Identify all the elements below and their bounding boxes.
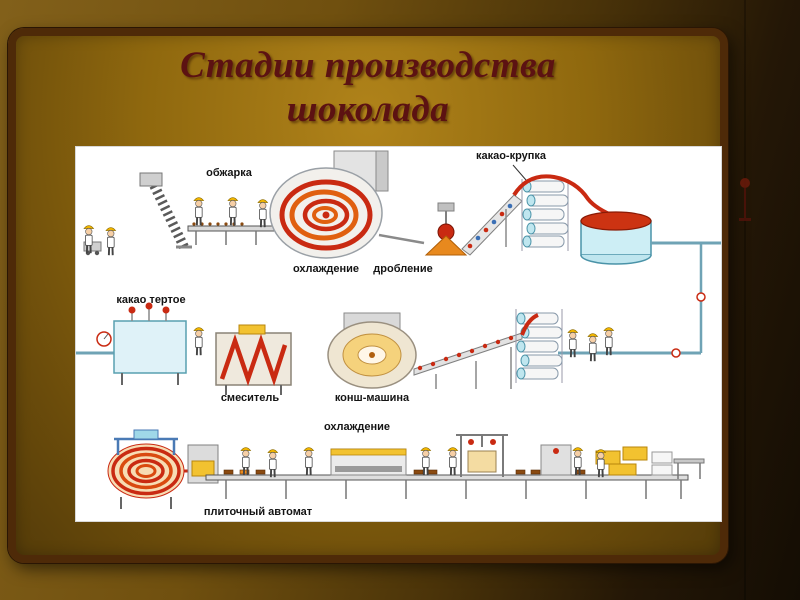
- label-molding: плиточный автомат: [203, 506, 313, 518]
- ornament-stem: [744, 188, 746, 218]
- label-pointer: [512, 164, 527, 181]
- production-diagram: [76, 150, 721, 509]
- ornament-base: [739, 218, 751, 221]
- liquor-tank: [96, 302, 187, 385]
- label-cocoa-liquor: какао тертое: [116, 294, 186, 306]
- pipe-network: [76, 241, 721, 358]
- label-mixer: смеситель: [220, 392, 280, 404]
- roasting-conveyor: [139, 172, 192, 250]
- ornament-bulb: [740, 178, 750, 188]
- packing-boxes: [595, 446, 673, 476]
- nib-mill: [461, 194, 523, 256]
- margin-ornament: [736, 178, 754, 234]
- label-roasting: обжарка: [206, 167, 252, 179]
- label-cooling-2: охлаждение: [323, 421, 391, 433]
- slide-frame: Стадии производства шоколада: [8, 28, 728, 563]
- roller-mill-2: [515, 309, 563, 383]
- label-conche: конш-машина: [334, 392, 410, 404]
- cooling-tunnel: [330, 448, 407, 476]
- label-cooling-1: охлаждение: [292, 263, 360, 275]
- margin-divider-line: [744, 0, 746, 600]
- label-crushing: дробление: [373, 263, 433, 275]
- packing-table: [673, 458, 705, 479]
- collection-tank: [580, 211, 652, 265]
- nib-conveyor: [413, 332, 523, 389]
- wrapping-machine: [456, 434, 508, 477]
- cable-coil: [107, 429, 201, 509]
- slide-title: Стадии производства шоколада: [16, 44, 720, 131]
- conche-machine: [327, 312, 417, 389]
- roller-mill-1: [512, 174, 617, 251]
- diagram-panel: обжарка какао-крупка охлаждение дроблени…: [75, 146, 722, 522]
- title-line-1: Стадии производства: [180, 45, 556, 86]
- crusher: [424, 202, 468, 256]
- label-cocoa-nibs: какао-крупка: [475, 150, 547, 162]
- mixer-machine: [215, 324, 292, 395]
- molding-conveyor: [205, 469, 689, 499]
- stacking-machine: [540, 444, 572, 476]
- title-line-2: шоколада: [286, 88, 450, 130]
- spiral-cooler: [269, 150, 425, 259]
